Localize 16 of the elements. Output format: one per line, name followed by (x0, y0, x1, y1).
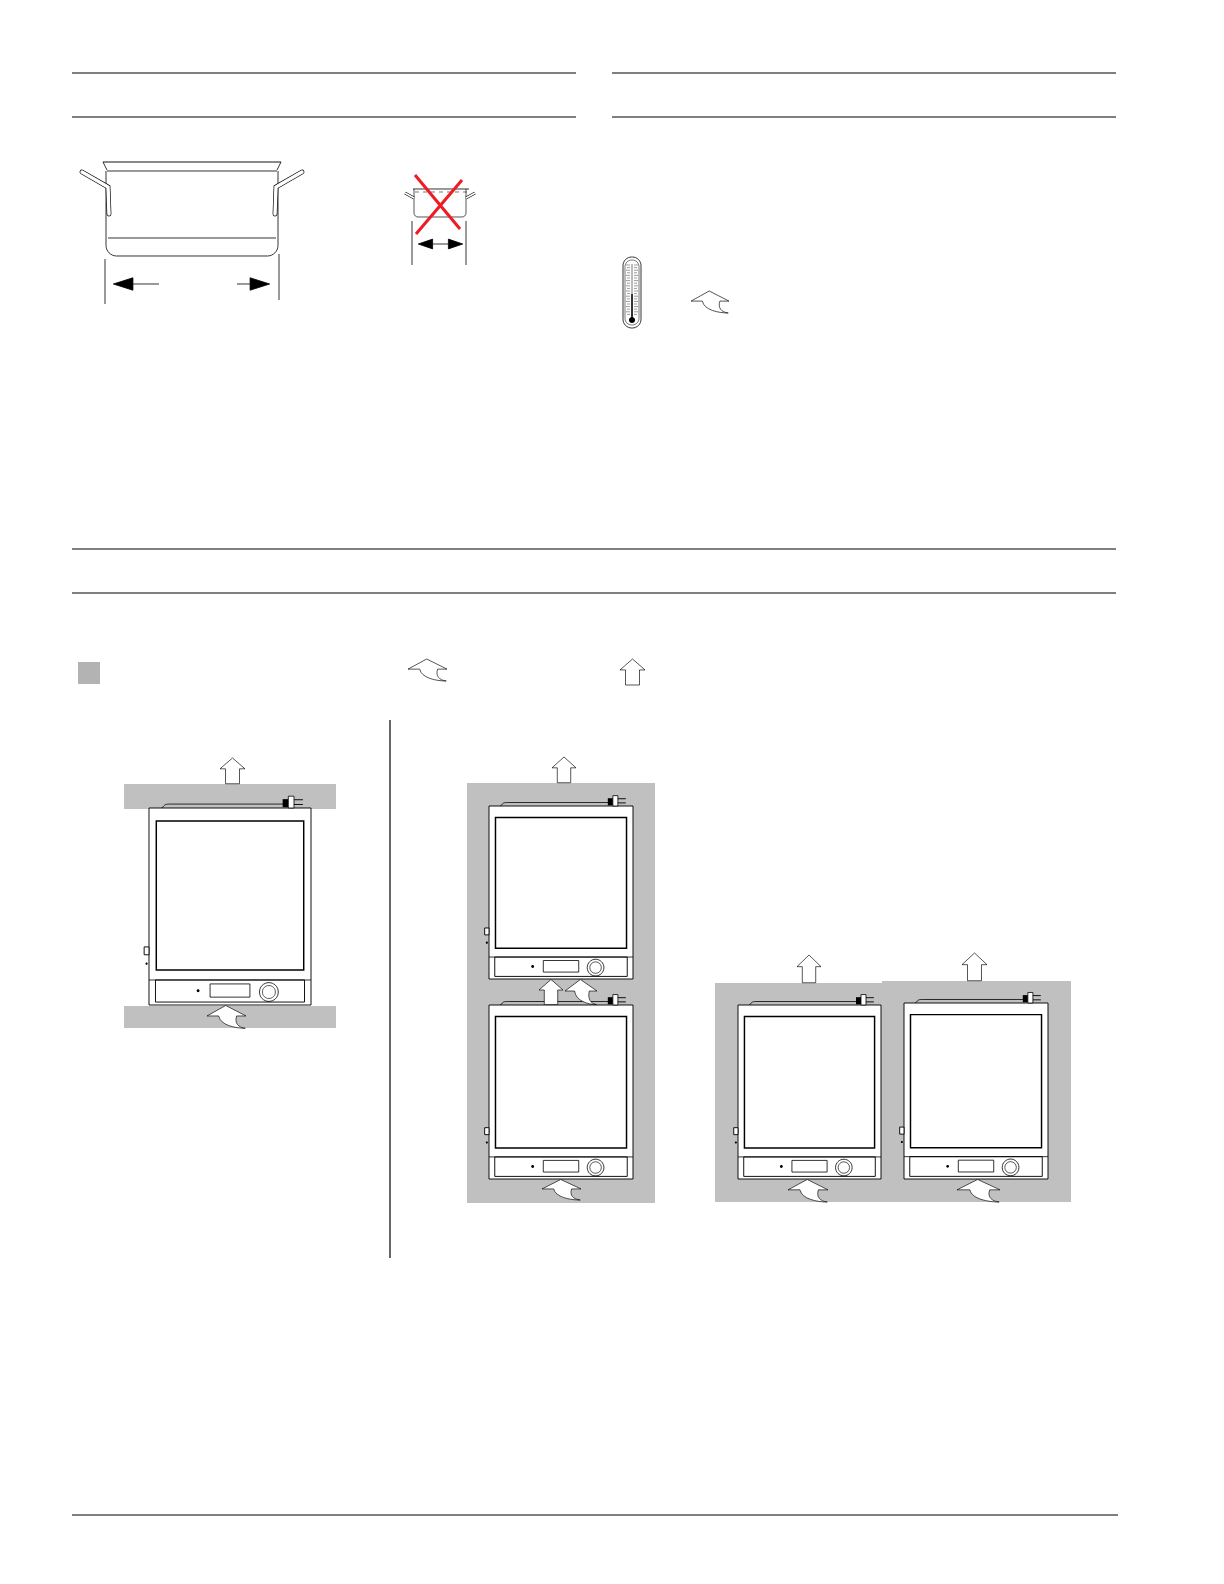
curved-arrow (541, 1179, 582, 1201)
block-arrow (219, 757, 246, 785)
curved-arrow (206, 1005, 247, 1029)
cooker-picture (733, 994, 882, 1180)
curved-arrow (564, 979, 598, 1005)
cooker-picture (484, 795, 634, 980)
curved-arrow (787, 1179, 829, 1203)
clearance-zone (124, 1006, 336, 1028)
block-arrow (538, 979, 564, 1005)
cooker-picture (484, 994, 634, 1180)
curved-arrow (956, 1179, 1001, 1203)
block-arrow (961, 952, 988, 982)
cooker-picture (899, 992, 1049, 1180)
block-arrow (551, 756, 577, 784)
cooker-picture (143, 795, 312, 1006)
block-arrow (796, 954, 822, 984)
